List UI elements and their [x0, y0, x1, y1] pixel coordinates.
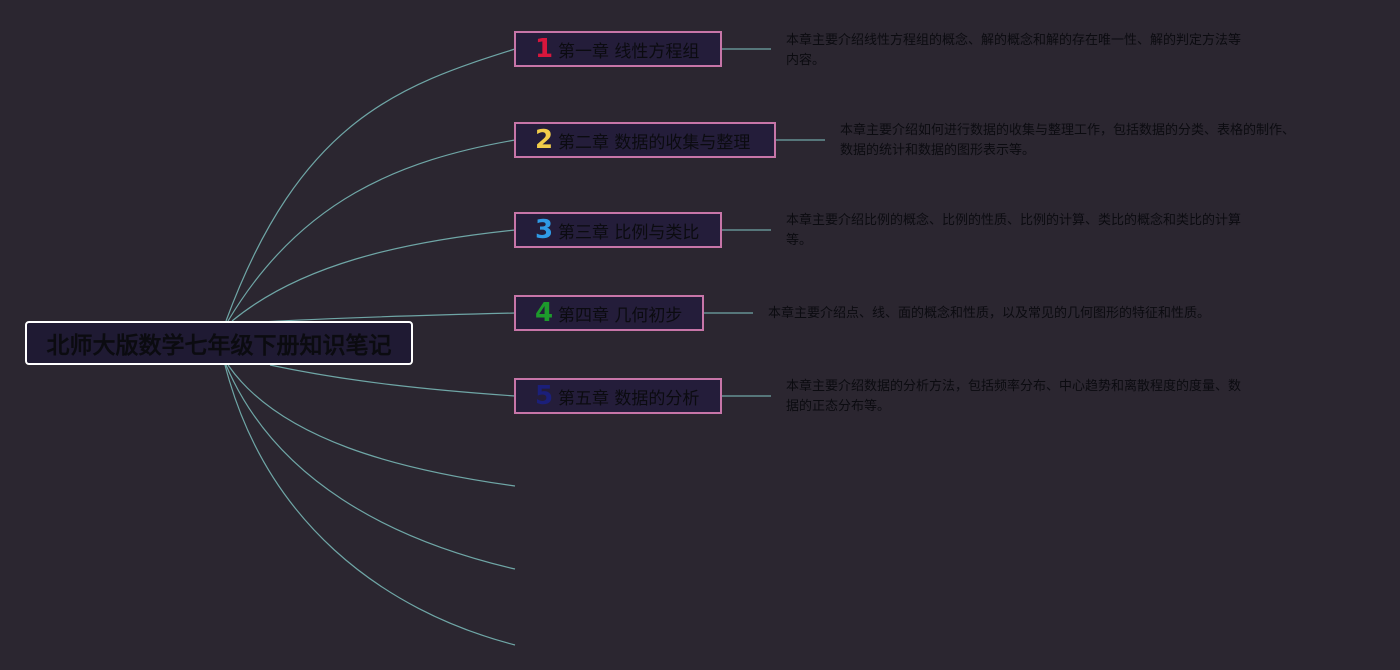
root-node[interactable]: 北师大版数学七年级下册知识笔记: [25, 321, 413, 365]
chapter-node-4[interactable]: 4 第四章 几何初步: [514, 295, 704, 331]
chapter-desc-3-line-2: 等。: [786, 233, 813, 248]
branch-connector-7: [225, 364, 516, 570]
branch-connector-8: [224, 364, 516, 646]
branch-connector-2: [227, 139, 516, 322]
chapter-desc-3-line-1: 本章主要介绍比例的概念、比例的性质、比例的计算、类比的概念和类比的计算: [786, 213, 1242, 228]
chapter-title-2: 第二章 数据的收集与整理: [558, 132, 751, 153]
chapter-node-5[interactable]: 5 第五章 数据的分析: [514, 378, 722, 414]
chapter-number-5: 5: [534, 381, 554, 411]
branch-connector-6: [227, 364, 516, 487]
branch-connector-3: [231, 229, 516, 322]
chapter-desc-2-line-2: 数据的统计和数据的图形表示等。: [840, 143, 1036, 158]
branch-connector-1: [225, 48, 516, 322]
chapter-desc-1-line-2: 内容。: [786, 53, 826, 68]
chapter-title-1: 第一章 线性方程组: [558, 41, 700, 62]
chapter-node-2[interactable]: 2 第二章 数据的收集与整理: [514, 122, 776, 158]
chapter-number-2: 2: [534, 125, 554, 155]
branch-connector-5: [269, 364, 516, 397]
chapter-desc-2: 本章主要介绍如何进行数据的收集与整理工作，包括数据的分类、表格的制作、 数据的统…: [840, 121, 1340, 161]
chapter-number-4: 4: [534, 298, 554, 328]
chapter-desc-5-line-2: 据的正态分布等。: [786, 399, 891, 414]
chapter-desc-3: 本章主要介绍比例的概念、比例的性质、比例的计算、类比的概念和类比的计算 等。: [786, 211, 1286, 251]
chapter-node-1[interactable]: 1 第一章 线性方程组: [514, 31, 722, 67]
chapter-desc-5: 本章主要介绍数据的分析方法，包括频率分布、中心趋势和离散程度的度量、数 据的正态…: [786, 377, 1286, 417]
chapter-desc-1: 本章主要介绍线性方程组的概念、解的概念和解的存在唯一性、解的判定方法等 内容。: [786, 31, 1286, 71]
chapter-number-3: 3: [534, 215, 554, 245]
chapter-node-3[interactable]: 3 第三章 比例与类比: [514, 212, 722, 248]
chapter-desc-1-line-1: 本章主要介绍线性方程组的概念、解的概念和解的存在唯一性、解的判定方法等: [786, 33, 1242, 48]
chapter-desc-2-line-1: 本章主要介绍如何进行数据的收集与整理工作，包括数据的分类、表格的制作、: [840, 123, 1296, 138]
chapter-title-5: 第五章 数据的分析: [558, 388, 700, 409]
chapter-desc-4-line-1: 本章主要介绍点、线、面的概念和性质，以及常见的几何图形的特征和性质。: [768, 306, 1211, 321]
root-title: 北师大版数学七年级下册知识笔记: [46, 333, 392, 359]
chapter-desc-4: 本章主要介绍点、线、面的概念和性质，以及常见的几何图形的特征和性质。: [768, 304, 1288, 324]
chapter-title-4: 第四章 几何初步: [558, 305, 683, 326]
chapter-title-3: 第三章 比例与类比: [558, 222, 700, 243]
chapter-number-1: 1: [534, 34, 554, 64]
chapter-desc-5-line-1: 本章主要介绍数据的分析方法，包括频率分布、中心趋势和离散程度的度量、数: [786, 379, 1242, 394]
